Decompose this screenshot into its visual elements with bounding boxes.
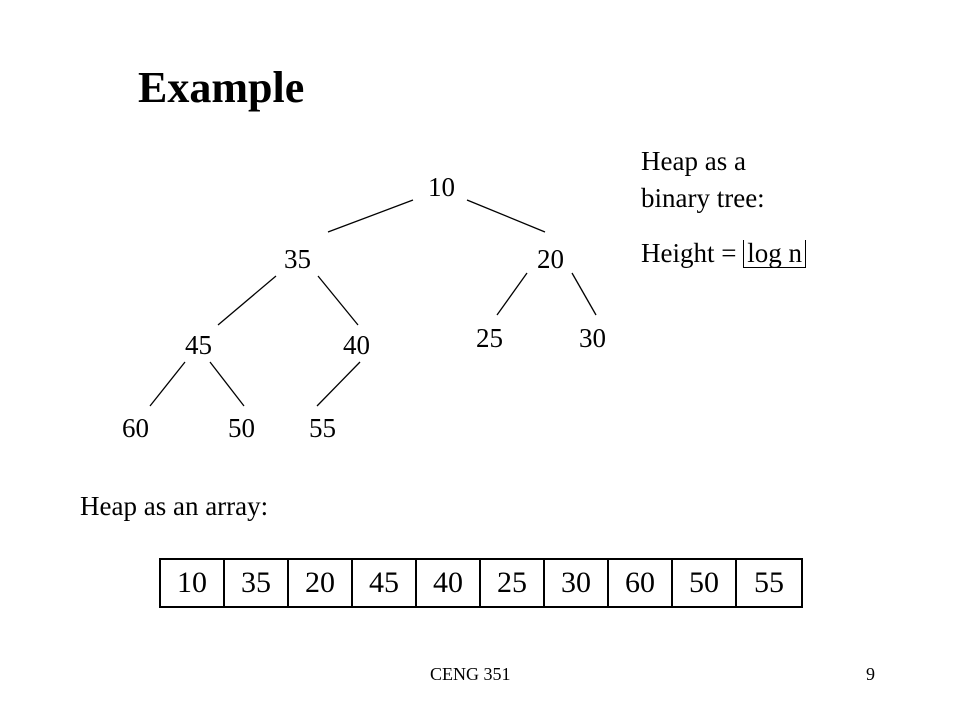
array-cell: 35 xyxy=(225,560,289,606)
edge-10-35 xyxy=(327,199,414,233)
array-cell: 30 xyxy=(545,560,609,606)
slide-title: Example xyxy=(138,63,305,112)
array-cell: 10 xyxy=(161,560,225,606)
height-prefix: Height = xyxy=(641,238,744,268)
array-cell: 60 xyxy=(609,560,673,606)
edge-20-25 xyxy=(496,272,528,316)
array-label: Heap as an array: xyxy=(80,491,269,521)
tree-node: 55 xyxy=(309,413,336,443)
tree-node: 20 xyxy=(537,244,564,274)
tree-node: 60 xyxy=(122,413,149,443)
edge-20-30 xyxy=(571,272,597,316)
heap-array: 10 35 20 45 40 25 30 60 50 55 xyxy=(159,558,803,608)
tree-node: 30 xyxy=(579,323,606,353)
tree-node: 50 xyxy=(228,413,255,443)
page-number: 9 xyxy=(866,664,875,684)
tree-node: 40 xyxy=(343,330,370,360)
tree-caption-line1: Heap as a xyxy=(641,146,746,176)
edge-45-50 xyxy=(209,361,245,407)
tree-node: 35 xyxy=(284,244,311,274)
array-cell: 25 xyxy=(481,560,545,606)
array-cell: 50 xyxy=(673,560,737,606)
footer-course: CENG 351 xyxy=(430,664,511,684)
edge-10-20 xyxy=(466,199,546,233)
edge-40-55 xyxy=(316,361,361,407)
array-cell: 40 xyxy=(417,560,481,606)
tree-node: 45 xyxy=(185,330,212,360)
tree-node: 10 xyxy=(428,172,455,202)
array-cell: 45 xyxy=(353,560,417,606)
edge-35-40 xyxy=(317,275,359,326)
tree-node: 25 xyxy=(476,323,503,353)
floor-log-n: log n xyxy=(743,240,806,268)
edge-45-60 xyxy=(149,361,186,407)
edge-35-45 xyxy=(217,275,277,326)
array-cell: 20 xyxy=(289,560,353,606)
height-formula: Height = log n xyxy=(641,240,806,268)
tree-caption-line2: binary tree: xyxy=(641,183,765,213)
array-cell: 55 xyxy=(754,566,784,599)
